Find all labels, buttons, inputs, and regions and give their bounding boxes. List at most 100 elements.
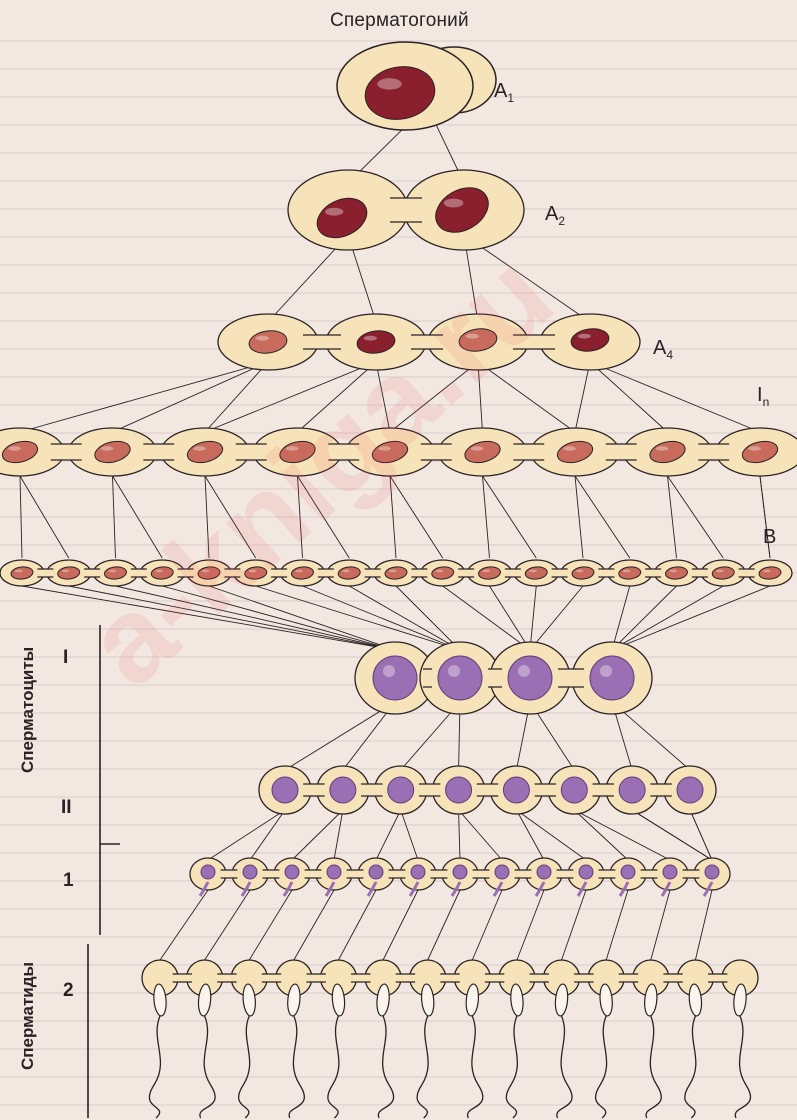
nucleus-highlight xyxy=(286,446,299,450)
group-label-spermatocytes: Сперматоциты xyxy=(18,647,38,773)
nucleus-highlight xyxy=(193,446,206,450)
lineage-line xyxy=(478,362,483,432)
nucleus-highlight xyxy=(563,446,576,450)
nucleus-meiotic xyxy=(446,777,472,803)
sperm-tail xyxy=(239,1016,250,1118)
cytoplasmic-bridge xyxy=(619,974,638,982)
stage-label-in: In xyxy=(757,384,769,409)
nucleus-meiotic xyxy=(411,865,425,879)
cytoplasmic-bridge xyxy=(351,974,370,982)
sperm-tail xyxy=(557,1016,572,1118)
lineage-line xyxy=(162,586,395,650)
cytoplasmic-bridge xyxy=(396,974,415,982)
nucleus-highlight xyxy=(436,570,444,573)
sperm-tail xyxy=(646,1016,661,1118)
lineage-line xyxy=(612,586,770,650)
nucleus-meiotic xyxy=(330,777,356,803)
lineage-line xyxy=(113,362,269,432)
lineage-line xyxy=(249,890,292,960)
cytoplasmic-bridge xyxy=(361,784,382,796)
cytoplasmic-bridge xyxy=(513,335,555,349)
cytoplasmic-bridge xyxy=(698,444,729,460)
cytoplasmic-bridge xyxy=(598,569,614,577)
lineage-line xyxy=(632,810,712,860)
nucleus-highlight xyxy=(444,199,464,208)
cytoplasmic-bridge xyxy=(221,870,238,878)
cytoplasmic-bridge xyxy=(515,870,532,878)
nucleus-meiotic xyxy=(705,865,719,879)
sperm-tail xyxy=(735,1016,750,1118)
lineage-line xyxy=(390,362,478,432)
nucleus-meiotic xyxy=(619,777,645,803)
nucleus-highlight xyxy=(202,570,210,573)
nucleus-highlight xyxy=(8,446,21,450)
lineage-line xyxy=(22,586,395,650)
lineage-line xyxy=(256,586,460,650)
sperm-tail xyxy=(685,1016,696,1118)
lineage-line xyxy=(205,476,256,558)
lineage-line xyxy=(401,810,418,860)
nucleus-highlight xyxy=(15,570,23,573)
cytoplasmic-bridge xyxy=(488,669,502,687)
lineage-line xyxy=(668,476,677,558)
sperm-tail xyxy=(378,1016,393,1118)
lineage-line xyxy=(205,476,209,558)
lineage-line xyxy=(459,810,502,860)
cytoplasmic-bridge xyxy=(411,335,443,349)
cytoplasmic-bridge xyxy=(217,974,236,982)
cytoplasmic-bridge xyxy=(303,335,341,349)
stage-label-a1: A1 xyxy=(494,80,514,105)
nucleus-highlight xyxy=(249,570,257,573)
nucleus-highlight xyxy=(529,570,537,573)
cytoplasmic-bridge xyxy=(645,569,661,577)
lineage-line xyxy=(298,362,377,432)
cytoplasmic-bridge xyxy=(303,784,324,796)
nucleus-meiotic xyxy=(327,865,341,879)
cytoplasmic-bridge xyxy=(389,870,406,878)
lineage-line xyxy=(517,890,544,960)
lineage-line xyxy=(575,362,590,432)
nucleus-highlight xyxy=(62,570,70,573)
row-spermatocytes-ii xyxy=(259,766,716,814)
nucleus-highlight xyxy=(108,570,116,573)
lineage-line xyxy=(483,476,537,558)
cytoplasmic-bridge xyxy=(306,974,325,982)
lineage-line xyxy=(695,890,712,960)
lineage-line xyxy=(338,890,376,960)
lineage-line xyxy=(668,476,724,558)
nucleus-meiotic xyxy=(272,777,298,803)
cytoplasmic-bridge xyxy=(84,569,100,577)
cytoplasmic-bridge xyxy=(708,974,727,982)
cytoplasmic-bridge xyxy=(421,444,452,460)
lineage-line xyxy=(478,362,575,432)
nucleus-highlight xyxy=(716,570,724,573)
lineage-line xyxy=(390,476,443,558)
cytoplasmic-bridge xyxy=(318,569,334,577)
lineage-line xyxy=(376,810,401,860)
nucleus-meiotic xyxy=(369,865,383,879)
nucleus-meiotic xyxy=(503,777,529,803)
nucleus-highlight xyxy=(482,570,490,573)
nucleus-meiotic xyxy=(561,777,587,803)
cytoplasmic-bridge xyxy=(143,444,174,460)
cytoplasmic-bridge xyxy=(173,974,192,982)
lineage-line xyxy=(69,586,395,650)
cytoplasmic-bridge xyxy=(485,974,504,982)
nucleus-meiotic xyxy=(508,656,552,700)
nucleus-highlight xyxy=(256,336,269,341)
lineage-line xyxy=(113,476,116,558)
cytoplasmic-bridge xyxy=(574,974,593,982)
nucleus-meiotic xyxy=(285,865,299,879)
stage-label-a4: A4 xyxy=(653,337,673,362)
nucleus-meiotic xyxy=(677,777,703,803)
cytoplasmic-bridge xyxy=(419,784,440,796)
nucleus-highlight xyxy=(656,446,669,450)
nucleus-meiotic xyxy=(373,656,417,700)
cytoplasmic-bridge xyxy=(178,569,194,577)
nucleus-highlight xyxy=(763,570,771,573)
nucleus-highlight xyxy=(383,665,395,677)
nucleus-highlight xyxy=(389,570,397,573)
cytoplasmic-bridge xyxy=(37,569,53,577)
cytoplasmic-bridge xyxy=(440,974,459,982)
cytoplasmic-bridge xyxy=(592,784,613,796)
